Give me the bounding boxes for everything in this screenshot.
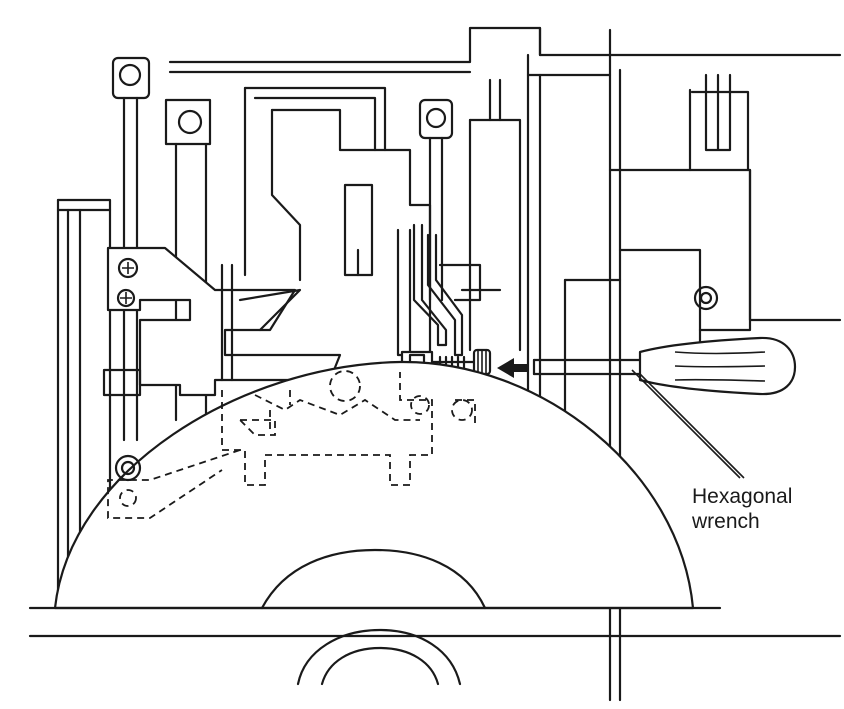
carriage bbox=[243, 78, 522, 357]
lower-eyelet-icon bbox=[114, 454, 142, 482]
lever-linkage bbox=[102, 246, 342, 397]
table-base bbox=[28, 606, 842, 686]
hexagonal-wrench bbox=[532, 336, 797, 396]
screw-icon bbox=[117, 257, 139, 279]
callout-leader bbox=[631, 369, 741, 479]
hexagonal-wrench-label: Hexagonal wrench bbox=[692, 485, 793, 533]
screw-icon bbox=[116, 288, 136, 308]
right-rod bbox=[418, 98, 454, 302]
left-rail bbox=[56, 198, 112, 602]
housing-screw-icon bbox=[693, 285, 719, 311]
callout-leader bbox=[639, 373, 745, 479]
blade-disc bbox=[53, 360, 695, 610]
right-housing bbox=[526, 28, 842, 702]
hidden-parts bbox=[107, 370, 476, 519]
top-frame bbox=[168, 26, 842, 74]
insert-arrow-icon bbox=[497, 358, 528, 378]
adjust-plates bbox=[396, 223, 502, 357]
